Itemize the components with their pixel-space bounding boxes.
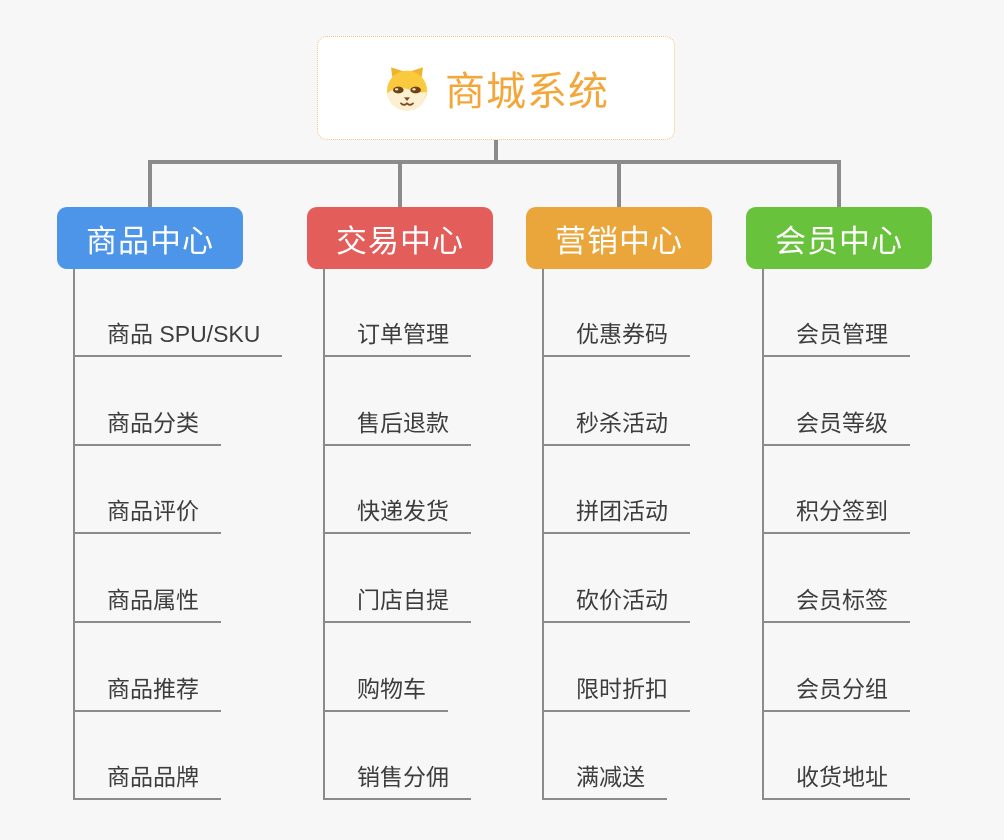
connector-drop-marketing (617, 160, 621, 208)
child-node[interactable]: 会员管理 (762, 320, 910, 357)
connector-bus (148, 160, 841, 164)
connector-trunk-product (73, 269, 75, 800)
connector-trunk-trade (323, 269, 325, 800)
child-node[interactable]: 收货地址 (762, 763, 910, 800)
connector-trunk-marketing (542, 269, 544, 800)
connector-drop-product (148, 160, 152, 208)
dog-face-icon (387, 67, 427, 111)
child-node[interactable]: 商品品牌 (73, 763, 221, 800)
root-node[interactable]: 商城系统 (317, 36, 675, 140)
child-node[interactable]: 商品属性 (73, 586, 221, 623)
child-node[interactable]: 满减送 (542, 763, 667, 800)
branch-node-member[interactable]: 会员中心 (746, 207, 932, 269)
child-node[interactable]: 积分签到 (762, 497, 910, 534)
child-node[interactable]: 订单管理 (323, 320, 471, 357)
child-node[interactable]: 会员等级 (762, 409, 910, 446)
child-node[interactable]: 秒杀活动 (542, 409, 690, 446)
branch-node-trade[interactable]: 交易中心 (307, 207, 493, 269)
child-node[interactable]: 快递发货 (323, 497, 471, 534)
child-node[interactable]: 拼团活动 (542, 497, 690, 534)
root-node-label: 商城系统 (445, 70, 609, 114)
child-node[interactable]: 商品分类 (73, 409, 221, 446)
child-node[interactable]: 销售分佣 (323, 763, 471, 800)
branch-node-marketing[interactable]: 营销中心 (526, 207, 712, 269)
child-node[interactable]: 砍价活动 (542, 586, 690, 623)
child-node[interactable]: 售后退款 (323, 409, 471, 446)
branch-node-product[interactable]: 商品中心 (57, 207, 243, 269)
child-node[interactable]: 优惠券码 (542, 320, 690, 357)
child-node[interactable]: 商品推荐 (73, 675, 221, 712)
child-node[interactable]: 购物车 (323, 675, 448, 712)
connector-drop-trade (398, 160, 402, 208)
child-node[interactable]: 会员分组 (762, 675, 910, 712)
connector-root-drop (494, 140, 498, 162)
child-node[interactable]: 商品 SPU/SKU (73, 320, 283, 357)
connector-drop-member (837, 160, 841, 208)
child-node[interactable]: 商品评价 (73, 497, 221, 534)
connector-trunk-member (762, 269, 764, 800)
child-node[interactable]: 限时折扣 (542, 675, 690, 712)
child-node[interactable]: 门店自提 (323, 586, 471, 623)
child-node[interactable]: 会员标签 (762, 586, 910, 623)
